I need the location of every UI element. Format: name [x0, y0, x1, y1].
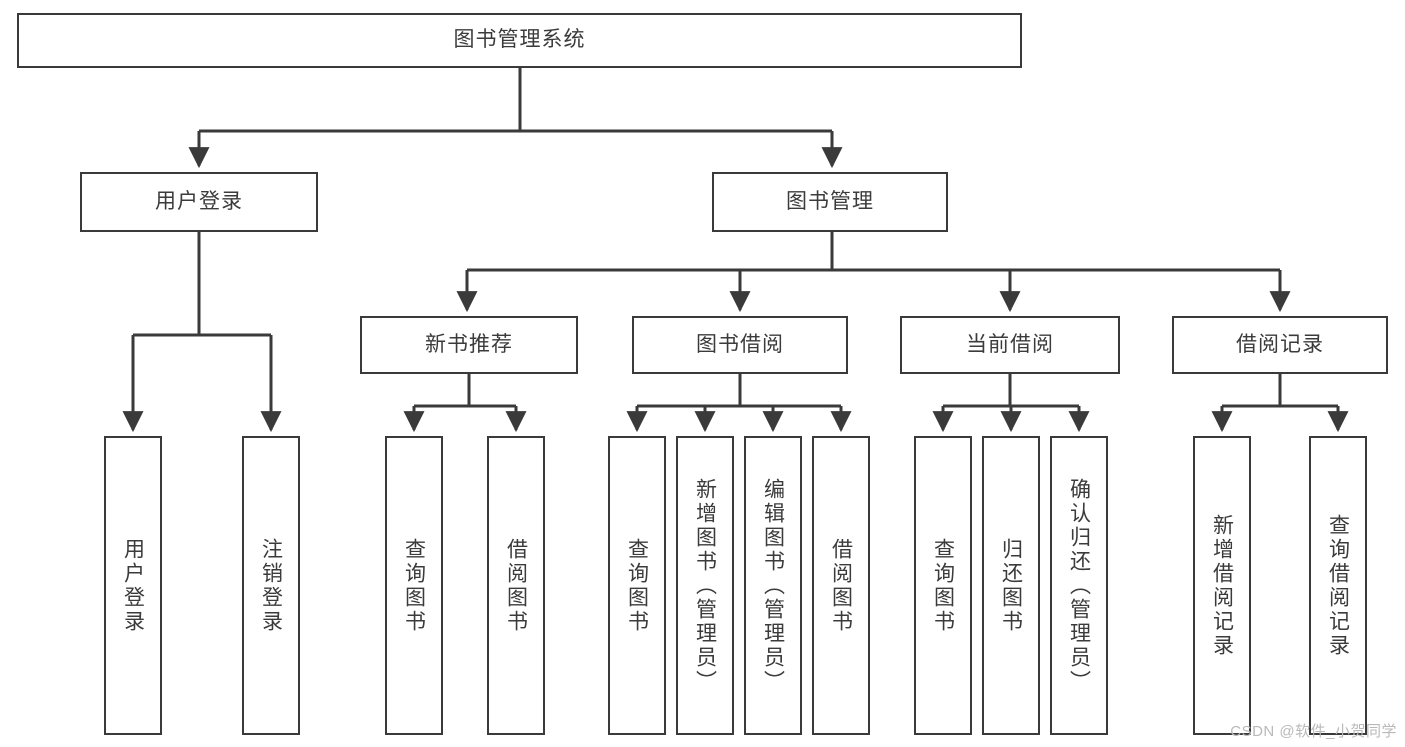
leaf-query-book[interactable]: 查询图书: [608, 436, 666, 735]
leaf-add-book-label: 新增图书（管理员）: [693, 477, 717, 694]
leaf-borrow-book-rec-label: 借阅图书: [504, 537, 528, 634]
leaf-query-record[interactable]: 查询借阅记录: [1309, 436, 1367, 735]
node-root-label: 图书管理系统: [453, 28, 586, 52]
leaf-user-logout-label: 注销登录: [259, 537, 283, 634]
leaf-add-record-label: 新增借阅记录: [1210, 513, 1234, 658]
leaf-user-login[interactable]: 用户登录: [104, 436, 162, 735]
leaf-return-book[interactable]: 归还图书: [982, 436, 1040, 735]
leaf-borrow-book-label: 借阅图书: [829, 537, 853, 634]
leaf-add-book[interactable]: 新增图书（管理员）: [676, 436, 734, 735]
leaf-user-logout[interactable]: 注销登录: [242, 436, 300, 735]
leaf-confirm-return[interactable]: 确认归还（管理员）: [1050, 436, 1108, 735]
leaf-query-book-rec[interactable]: 查询图书: [385, 436, 443, 735]
node-user-login[interactable]: 用户登录: [80, 172, 318, 232]
watermark: CSDN @软件_小贺同学: [1230, 723, 1397, 740]
node-root[interactable]: 图书管理系统: [17, 13, 1022, 68]
leaf-user-login-label: 用户登录: [121, 537, 145, 634]
leaf-borrow-book-rec[interactable]: 借阅图书: [487, 436, 545, 735]
leaf-confirm-return-label: 确认归还（管理员）: [1067, 477, 1091, 694]
node-borrow-record-label: 借阅记录: [1236, 332, 1324, 356]
leaf-query-book-cur[interactable]: 查询图书: [914, 436, 972, 735]
node-new-book-rec-label: 新书推荐: [425, 332, 513, 356]
leaf-borrow-book[interactable]: 借阅图书: [812, 436, 870, 735]
node-book-borrow-label: 图书借阅: [696, 332, 784, 356]
leaf-edit-book-label: 编辑图书（管理员）: [761, 477, 785, 694]
node-current-borrow[interactable]: 当前借阅: [900, 316, 1120, 374]
node-user-login-label: 用户登录: [155, 189, 243, 213]
node-book-borrow[interactable]: 图书借阅: [632, 316, 848, 374]
node-current-borrow-label: 当前借阅: [966, 332, 1054, 356]
leaf-query-book-label: 查询图书: [625, 537, 649, 634]
node-new-book-rec[interactable]: 新书推荐: [360, 316, 578, 374]
node-borrow-record[interactable]: 借阅记录: [1172, 316, 1388, 374]
node-book-manage[interactable]: 图书管理: [712, 172, 948, 232]
leaf-query-book-rec-label: 查询图书: [402, 537, 426, 634]
leaf-query-book-cur-label: 查询图书: [931, 537, 955, 634]
leaf-return-book-label: 归还图书: [999, 537, 1023, 634]
node-book-manage-label: 图书管理: [786, 189, 874, 213]
leaf-add-record[interactable]: 新增借阅记录: [1193, 436, 1251, 735]
leaf-edit-book[interactable]: 编辑图书（管理员）: [744, 436, 802, 735]
leaf-query-record-label: 查询借阅记录: [1326, 513, 1350, 658]
